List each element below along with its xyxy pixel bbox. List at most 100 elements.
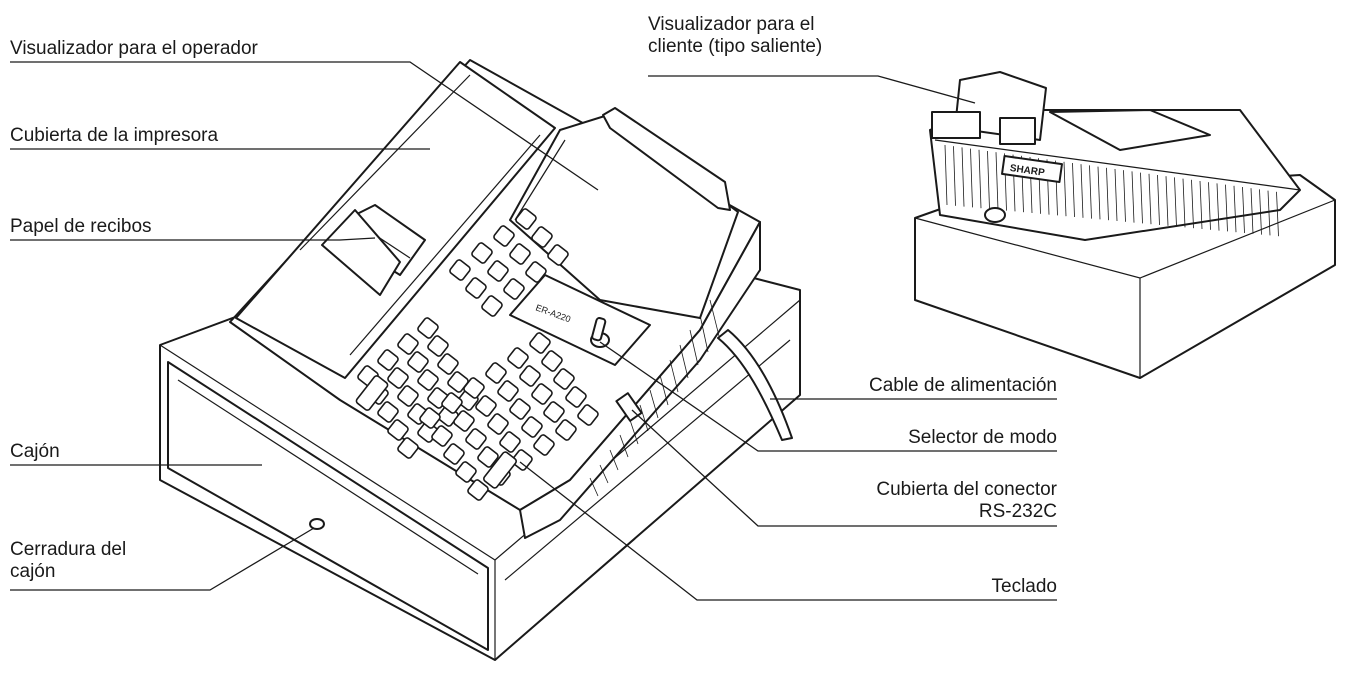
drawer-front bbox=[167, 361, 489, 651]
leader-customer-display bbox=[648, 75, 976, 104]
label-connector-cover-line2: RS-232C bbox=[978, 501, 1057, 522]
grille-line bbox=[1191, 179, 1194, 229]
keyboard bbox=[355, 208, 599, 501]
leader-drawer-lock bbox=[10, 527, 315, 591]
grille-line bbox=[1080, 164, 1084, 218]
grille-line bbox=[1259, 189, 1262, 235]
label-operator-display: Visualizador para el operador bbox=[10, 38, 258, 59]
grille-line bbox=[1233, 185, 1237, 233]
keyboard-key bbox=[487, 413, 509, 435]
label-drawer-lock-line2: cajón bbox=[10, 561, 56, 582]
label-customer-display-line2: cliente (tipo saliente) bbox=[648, 36, 823, 57]
grille-line bbox=[1072, 162, 1075, 218]
grille-line bbox=[1208, 182, 1211, 230]
label-drawer-lock-line1: Cerradura del bbox=[10, 539, 127, 560]
keyboard-key bbox=[531, 226, 553, 248]
keyboard-key bbox=[387, 367, 409, 389]
grille-line bbox=[1140, 172, 1143, 224]
grille-line bbox=[1131, 171, 1135, 223]
keyboard-key bbox=[577, 404, 599, 426]
grille-line bbox=[1216, 183, 1220, 231]
grille-line bbox=[1267, 190, 1271, 236]
mode-switch-key-icon bbox=[590, 317, 610, 348]
power-cord bbox=[717, 329, 793, 441]
keyboard-key bbox=[509, 398, 531, 420]
keyboard-key bbox=[417, 369, 439, 391]
keyboard-key bbox=[455, 461, 477, 483]
leader-operator-display bbox=[10, 61, 599, 191]
label-receipt-paper: Papel de recibos bbox=[10, 216, 152, 237]
label-power-cord: Cable de alimentación bbox=[868, 375, 1057, 396]
label-customer-display-line1: Visualizador para el bbox=[648, 14, 815, 35]
grille-line bbox=[1097, 166, 1101, 220]
keyboard-key bbox=[519, 365, 541, 387]
grille-line bbox=[970, 148, 973, 208]
keyboard-key bbox=[507, 347, 529, 369]
grille-line bbox=[987, 150, 990, 210]
keyboard-key bbox=[377, 349, 399, 371]
keyboard-key bbox=[555, 419, 577, 441]
keyboard-key bbox=[525, 261, 547, 283]
main-register: ER-A220 bbox=[159, 59, 801, 661]
grille-line bbox=[1199, 180, 1203, 230]
keyboard-key bbox=[499, 431, 521, 453]
keyboard-key bbox=[419, 407, 441, 429]
grille-line bbox=[1114, 168, 1118, 222]
keyboard-key bbox=[449, 259, 471, 281]
keyboard-key bbox=[377, 401, 399, 423]
keyboard-key bbox=[387, 419, 409, 441]
keyboard-key bbox=[477, 446, 499, 468]
grille-line bbox=[1174, 177, 1177, 227]
leader-keyboard bbox=[519, 461, 1057, 601]
keyboard-key bbox=[533, 434, 555, 456]
keyboard-key bbox=[465, 277, 487, 299]
keyboard-key bbox=[471, 242, 493, 264]
keyboard-key bbox=[463, 377, 485, 399]
keyboard-key bbox=[355, 375, 389, 411]
mode-switch-panel bbox=[509, 274, 651, 366]
grille-line bbox=[1148, 173, 1152, 225]
grille-line bbox=[1250, 188, 1254, 234]
label-drawer-lock: Cerradura del cajón bbox=[10, 539, 126, 583]
grille-line bbox=[1242, 186, 1245, 234]
label-customer-display: Visualizador para el cliente (tipo salie… bbox=[648, 14, 822, 58]
keyboard-key bbox=[497, 380, 519, 402]
keyboard-key bbox=[431, 425, 453, 447]
leader-receipt-paper bbox=[10, 237, 376, 241]
keyboard-key bbox=[543, 401, 565, 423]
grille-line bbox=[1106, 167, 1109, 221]
grille-line bbox=[1182, 178, 1186, 228]
keyboard-key bbox=[481, 295, 503, 317]
keyboard-key bbox=[565, 386, 587, 408]
keyboard-key bbox=[483, 451, 517, 489]
keyboard-key bbox=[467, 479, 489, 501]
keyboard-key bbox=[493, 225, 515, 247]
keyboard-key bbox=[487, 260, 509, 282]
label-keyboard: Teclado bbox=[991, 576, 1058, 597]
keyboard-key bbox=[427, 335, 449, 357]
label-drawer: Cajón bbox=[10, 441, 60, 462]
grille-line bbox=[1157, 174, 1160, 226]
grille-line bbox=[953, 146, 956, 206]
keyboard-key bbox=[417, 317, 439, 339]
label-connector-cover-line1: Cubierta del conector bbox=[876, 479, 1057, 500]
keyboard-key bbox=[541, 350, 563, 372]
keyboard-key bbox=[553, 368, 575, 390]
grille-line bbox=[1089, 165, 1092, 219]
keyboard-key bbox=[397, 385, 419, 407]
keyboard-key bbox=[511, 449, 533, 471]
keyboard-key bbox=[515, 208, 537, 230]
keyboard-key bbox=[443, 443, 465, 465]
label-printer-cover: Cubierta de la impresora bbox=[10, 125, 219, 146]
drawer-lock-icon bbox=[309, 518, 325, 530]
leader-lines bbox=[10, 61, 1057, 601]
brand-badge bbox=[1001, 155, 1063, 183]
keyboard-key bbox=[397, 437, 419, 459]
keyboard-key bbox=[521, 416, 543, 438]
keyboard-key bbox=[547, 244, 569, 266]
keyboard-key bbox=[485, 362, 507, 384]
grille-line bbox=[1123, 170, 1126, 222]
grille-line bbox=[944, 144, 948, 206]
